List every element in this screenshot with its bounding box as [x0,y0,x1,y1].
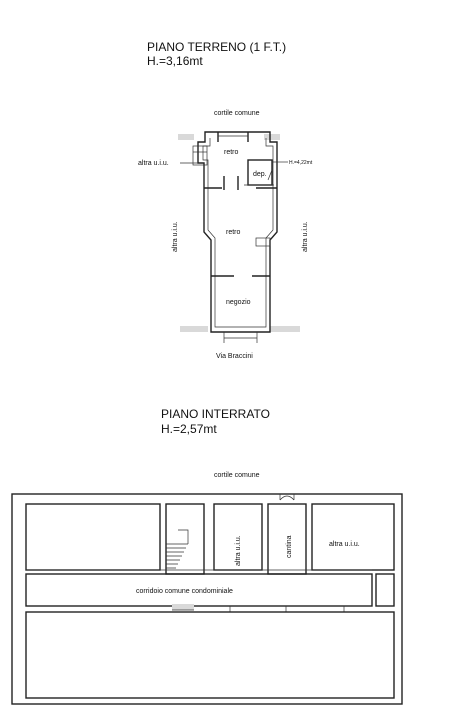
ground-inner-wall [202,138,274,328]
corridor-opening [172,604,194,610]
basement-small-block [375,573,395,607]
basement-height: H.=2,57mt [161,422,217,436]
street-label: Via Braccini [216,353,253,360]
ground-floor-plan: cortile comune altra u.i.u. retro dep. H… [138,110,313,360]
storage-height: H.=4,22mt [289,160,313,166]
basement-unit-right-label: altra u.i.u. [329,541,360,548]
basement-title: PIANO INTERRATO [161,407,270,421]
basement-corridor-label: corridoio comune condominiale [136,588,233,595]
basement-room-bottom [25,611,395,699]
ground-neighbour-side-right: altra u.i.u. [302,221,309,252]
basement-cellar-label: cantina [286,535,293,558]
neighbour-wall [264,134,280,140]
basement-unit-middle-label: altra u.i.u. [235,535,242,566]
room-shop: negozio [226,299,251,306]
basement-courtyard-label: cortile comune [214,472,260,479]
cellar-door [279,494,295,501]
ground-neighbour-side-left: altra u.i.u. [172,221,179,252]
neighbour-wall [270,326,300,332]
ground-small-closet [192,145,208,166]
storage-height-leader [267,169,273,181]
ground-floor-title: PIANO TERRENO (1 F.T.) [147,40,287,54]
ground-floor-height: H.=3,16mt [147,54,203,68]
basement-corridor [25,573,373,607]
ground-courtyard-label: cortile comune [214,110,260,117]
neighbour-wall [178,134,194,140]
neighbour-wall [180,326,208,332]
stair-treads [166,529,189,569]
basement-room-right [311,503,395,571]
ground-neighbour-left-label: altra u.i.u. [138,160,169,167]
ground-outer-wall [197,131,278,333]
basement-stair-room [165,503,205,575]
ground-wall-stub [255,237,271,247]
basement-room-left [25,503,161,571]
basement-plan: cortile comune altra u.i.u. cantina altr… [11,472,403,705]
basement-outer-wall [11,493,403,705]
room-retro-top: retro [224,149,239,156]
room-retro: retro [226,229,241,236]
room-storage: dep. [253,171,267,178]
